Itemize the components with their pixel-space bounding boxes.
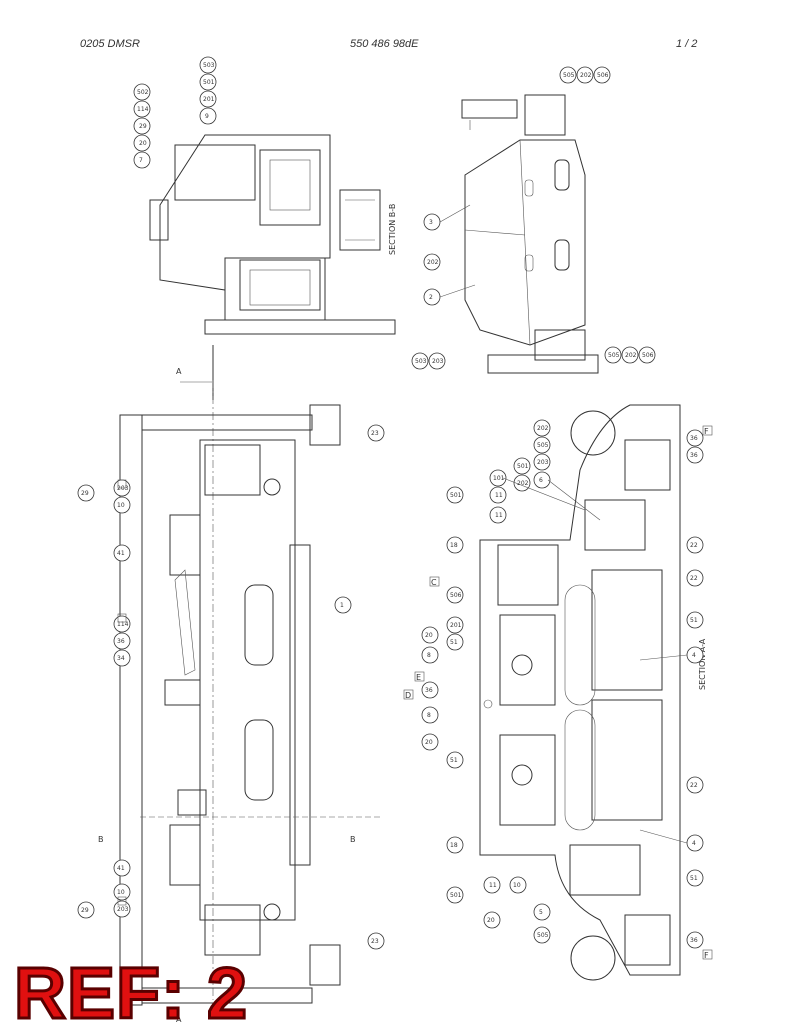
balloon-36c: 36	[690, 937, 698, 944]
balloon-4b: 4	[692, 840, 696, 847]
balloon-7: 7	[139, 157, 143, 164]
balloon-23-bottom: 23	[371, 938, 379, 945]
balloon-553: 503	[203, 62, 215, 69]
balloon-8: 8	[427, 652, 431, 659]
balloon-506b: 506	[642, 352, 654, 359]
front-view-balloons: 23 23 1 29 29 41 41 34 36 114 10 203 10 …	[77, 424, 385, 950]
balloon-5: 5	[539, 909, 543, 916]
section-aa-title: SECTION A-A	[698, 638, 707, 690]
balloon-29-bottom: 29	[81, 907, 89, 914]
balloon-207: 201	[203, 96, 215, 103]
balloon-10b: 10	[117, 889, 125, 896]
header-document-code: 0205 DMSR	[80, 38, 140, 50]
balloon-210-aa: 202	[537, 425, 549, 432]
balloon-512: 501	[203, 79, 215, 86]
flag-e: E	[416, 673, 421, 682]
reference-stamp: REF: 2	[12, 954, 249, 1034]
section-aa-view: SECTION A-A	[479, 404, 707, 981]
balloon-505: 505	[563, 72, 575, 79]
balloon-41-top: 41	[117, 550, 125, 557]
balloon-500b: 501	[450, 892, 462, 899]
balloon-34: 34	[117, 655, 125, 662]
balloon-505-aa: 505	[537, 442, 549, 449]
balloon-41-bottom: 41	[117, 865, 125, 872]
balloon-51d: 51	[690, 875, 698, 882]
balloon-505c: 505	[537, 932, 549, 939]
balloon-202-aa: 202	[517, 480, 529, 487]
flag-f: F	[704, 427, 709, 436]
isometric-balloons: 505 202 506 3 202 2 503 203 505 202 506	[411, 66, 656, 370]
balloon-11-aa: 11	[495, 492, 503, 499]
balloon-503: 503	[415, 358, 427, 365]
balloon-209b: 203	[117, 906, 129, 913]
cut-b-label-left: B	[98, 835, 104, 844]
balloon-203: 203	[432, 358, 444, 365]
balloon-209: 203	[117, 485, 129, 492]
balloon-4: 4	[692, 652, 696, 659]
balloon-10c: 10	[513, 882, 521, 889]
section-bb-balloons: 7 20 29 114 502 9 201 501 503	[133, 56, 217, 169]
balloon-201: 201	[450, 622, 462, 629]
balloon-500: 501	[450, 492, 462, 499]
balloon-502: 502	[137, 89, 149, 96]
balloon-10: 10	[117, 502, 125, 509]
header-page-number: 1 / 2	[676, 38, 698, 50]
balloon-506-aa: 506	[450, 592, 462, 599]
balloon-1: 1	[340, 602, 344, 609]
balloon-51b: 51	[450, 757, 458, 764]
balloon-2: 2	[429, 294, 433, 301]
flag-c: C	[431, 578, 437, 587]
section-aa-balloons: 505 202 203 501 202 6 101 11 11 18 501 5…	[421, 419, 704, 949]
cut-b-label-right: B	[350, 835, 356, 844]
balloon-101: 101	[493, 475, 505, 482]
front-view: A B B A	[98, 367, 380, 1024]
balloon-22c: 22	[690, 782, 698, 789]
balloon-22: 22	[690, 542, 698, 549]
header-part-number: 550 486 98dE	[350, 38, 419, 50]
balloon-22b: 22	[690, 575, 698, 582]
balloon-6: 6	[539, 477, 543, 484]
balloon-11b: 11	[489, 882, 497, 889]
flag-d: D	[405, 691, 411, 700]
section-bb-view: SECTION B-B	[149, 134, 397, 400]
balloon-501-aa: 501	[517, 463, 529, 470]
cut-a-label-top: A	[176, 367, 182, 376]
balloon-20: 20	[425, 632, 433, 639]
balloon-18: 18	[450, 542, 458, 549]
balloon-51: 51	[450, 639, 458, 646]
balloon-51c: 51	[690, 617, 698, 624]
flag-markers: C D E F F	[403, 425, 713, 960]
balloon-8b: 8	[427, 712, 431, 719]
balloon-36: 36	[425, 687, 433, 694]
balloon-9: 9	[205, 113, 209, 120]
balloon-20c: 20	[487, 917, 495, 924]
balloon-505b: 505	[608, 352, 620, 359]
balloon-28: 29	[139, 123, 147, 130]
balloon-36b: 36	[690, 452, 698, 459]
section-bb-title: SECTION B-B	[388, 204, 397, 255]
balloon-203-aa: 203	[537, 459, 549, 466]
balloon-36-aa: 36	[690, 435, 698, 442]
cut-a-label-bottom: A	[176, 1015, 182, 1024]
balloon-210b: 202	[625, 352, 637, 359]
isometric-view	[461, 94, 599, 374]
balloon-3: 3	[429, 219, 433, 226]
balloon-317: 114	[137, 106, 149, 113]
balloon-20b: 20	[425, 739, 433, 746]
balloon-202: 202	[427, 259, 439, 266]
flag-f-bottom: F	[704, 951, 709, 960]
balloon-35: 36	[117, 638, 125, 645]
balloon-23-top: 23	[371, 430, 379, 437]
balloon-29-top: 29	[81, 490, 89, 497]
balloon-210: 202	[580, 72, 592, 79]
balloon-18b: 18	[450, 842, 458, 849]
balloon-21: 20	[139, 140, 147, 147]
balloon-114: 114	[117, 621, 129, 628]
balloon-11: 11	[495, 512, 503, 519]
balloon-506: 506	[597, 72, 609, 79]
